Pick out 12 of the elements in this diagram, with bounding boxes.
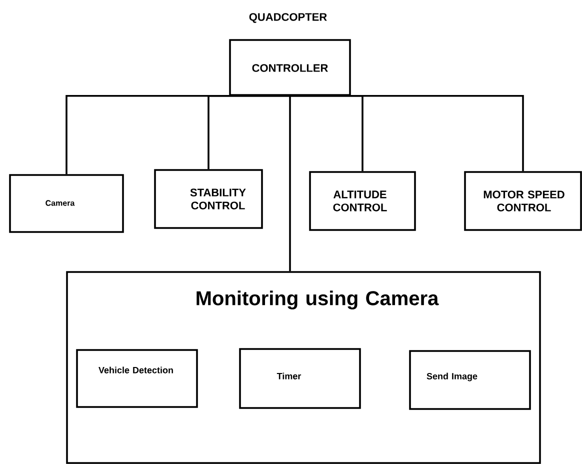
process-box: Camera [9,174,124,233]
connector-line [208,95,290,170]
controller-box: QUADCOPTER CONTROLLER [229,13,351,96]
process-box: ALTITUDE CONTROL [309,171,416,231]
process-box: Timer [239,348,361,409]
node-label: QUADCOPTER [249,13,327,23]
process-box: STABILITY CONTROL [154,169,263,229]
connector-line [290,95,524,172]
process-box: MOTOR SPEED CONTROL [464,171,582,231]
connector-line [289,96,291,272]
process-box: Send Image [409,350,531,410]
process-box: Vehicle Detection [76,349,198,408]
